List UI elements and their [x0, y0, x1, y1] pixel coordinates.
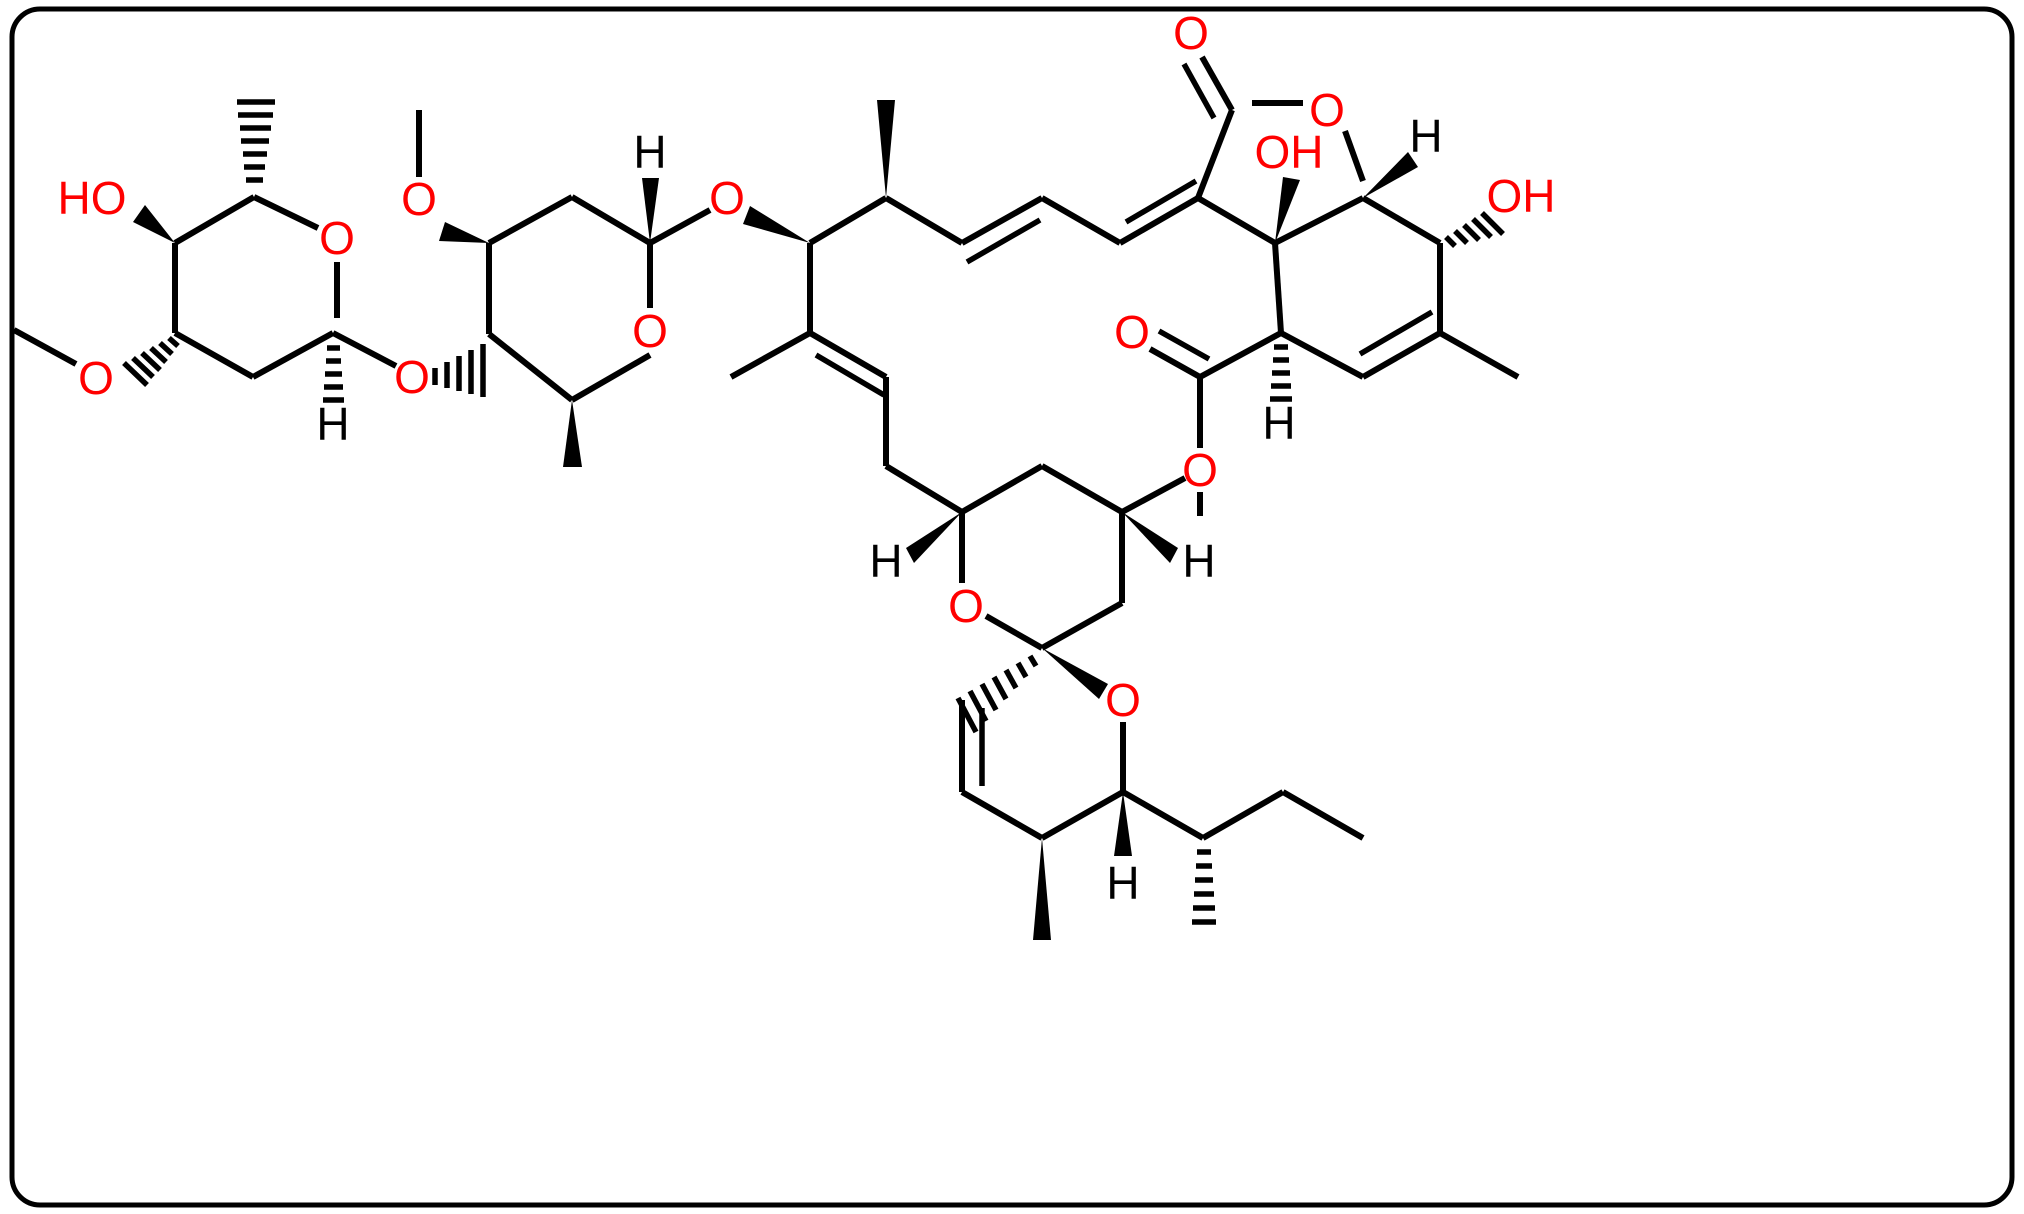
label-o-ring2: O — [632, 305, 668, 357]
wedge-methyl-c5p — [563, 400, 582, 467]
sec-butyl-group — [1201, 789, 1365, 841]
macrocycle-upper-chain — [808, 195, 1200, 246]
gamma-lactone-ring — [1195, 100, 1366, 246]
label-o-spiro-upper: O — [948, 580, 984, 632]
ester-group — [1148, 328, 1283, 516]
wedge-oh-c7 — [1275, 177, 1300, 243]
hash-omethyl-c3pp — [122, 335, 180, 387]
label-h-anomeric-1: H — [316, 398, 349, 450]
bond-c9-c10 — [1040, 195, 1122, 246]
double-bond-c8a-c9 — [1124, 178, 1198, 225]
bond-c17-secbutyl — [1121, 789, 1205, 841]
cyclohexene-ring — [1272, 195, 1443, 380]
bond-c1p-o13 — [648, 207, 712, 246]
label-o-lactone-carbonyl: O — [1173, 7, 1209, 59]
diagram-border — [9, 6, 2015, 1208]
label-o-ester: O — [1182, 444, 1218, 496]
label-h-c19: H — [1182, 535, 1215, 587]
label-o-methoxy-mid: O — [401, 173, 437, 225]
label-o-c13: O — [709, 172, 745, 224]
sugar-ring-1 — [172, 194, 340, 380]
atom-label-layer: HO O O H O O O H O O O OH H OH O O H H H… — [58, 7, 1556, 909]
wedge-h-anomeric-2 — [642, 178, 659, 243]
hash-methyl-c5pp — [237, 99, 275, 183]
hash-oh-c5 — [1444, 211, 1505, 248]
label-ho-left: HO — [58, 172, 127, 224]
hash-h-anomeric-1 — [323, 345, 344, 403]
label-o-lactone-ring: O — [1309, 84, 1345, 136]
label-o-ring1: O — [319, 212, 355, 264]
spiroketal-upper-ring — [959, 463, 1125, 651]
bond-methoxy-left-methyl — [12, 327, 78, 367]
sugar-ring-2 — [486, 194, 653, 403]
wedge-h-c17 — [1114, 792, 1132, 856]
label-oh-c5: OH — [1487, 170, 1556, 222]
bond-c23-oester — [1120, 475, 1187, 515]
hash-methyl-secbutyl — [1192, 849, 1216, 925]
double-bond-lactone-carbonyl — [1181, 55, 1235, 120]
wedge-omethyl-c3p — [439, 222, 489, 243]
wedge-h-c25 — [906, 512, 962, 563]
label-o-ester-carbonyl: O — [1114, 306, 1150, 358]
label-h-c25: H — [869, 535, 902, 587]
label-h-c2: H — [1262, 397, 1295, 449]
label-o-methoxy-left: O — [78, 352, 114, 404]
label-h-c17: H — [1106, 857, 1139, 909]
label-h-anomeric-2: H — [633, 126, 666, 178]
wedge-methyl-c16 — [1033, 838, 1051, 940]
wedge-h-c19 — [1122, 512, 1178, 563]
bond-methyl-c4 — [1438, 330, 1520, 380]
wedge-spiro-o — [1042, 648, 1108, 699]
spiroketal-lower-ring — [959, 700, 1126, 841]
wedge-ho-c4pp — [133, 205, 175, 243]
label-h-c6: H — [1409, 110, 1442, 162]
wedge-methyl-c12 — [877, 100, 895, 198]
hash-spiro-c14 — [955, 654, 1039, 734]
label-o-spiro-lower: O — [1105, 674, 1141, 726]
hash-oglyc-c4p — [432, 344, 486, 397]
wedge-o13-c13 — [743, 206, 810, 243]
macrocycle-lower-chain — [729, 243, 964, 515]
double-bond-c3-c4 — [1358, 309, 1442, 380]
label-o-glycosidic: O — [394, 351, 430, 403]
wedge-h-c6 — [1363, 152, 1418, 198]
hash-h-c2 — [1270, 344, 1292, 402]
label-oh-c7: OH — [1255, 126, 1324, 178]
double-bond-c10-c11 — [960, 195, 1044, 265]
bond-c1pp-oglyc — [331, 330, 398, 369]
